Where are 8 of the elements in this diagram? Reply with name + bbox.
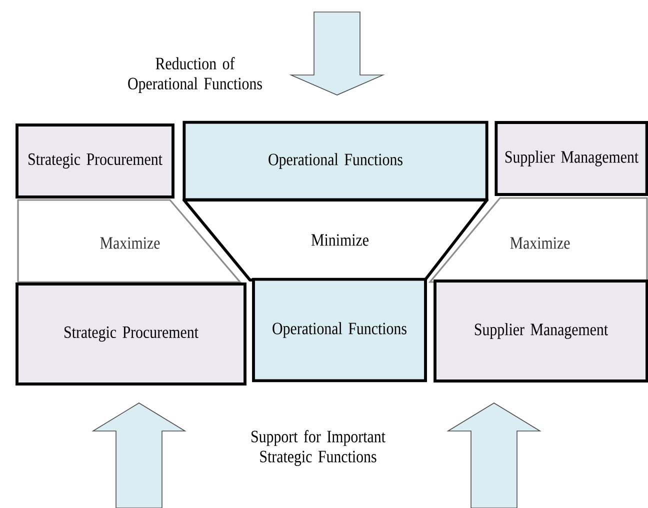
arrow-caption: Support for Important Strategic Functions (252, 430, 386, 466)
process-box: Strategic Procurement (16, 282, 246, 386)
process-box: Operational Functions (252, 278, 427, 382)
process-box: Supplier Management (494, 121, 648, 196)
process-box: Strategic Procurement (16, 124, 174, 198)
process-box: Supplier Management (434, 280, 648, 382)
process-box: Operational Functions (182, 120, 488, 202)
arrow-caption: Reduction of Operational Functions (128, 57, 262, 93)
